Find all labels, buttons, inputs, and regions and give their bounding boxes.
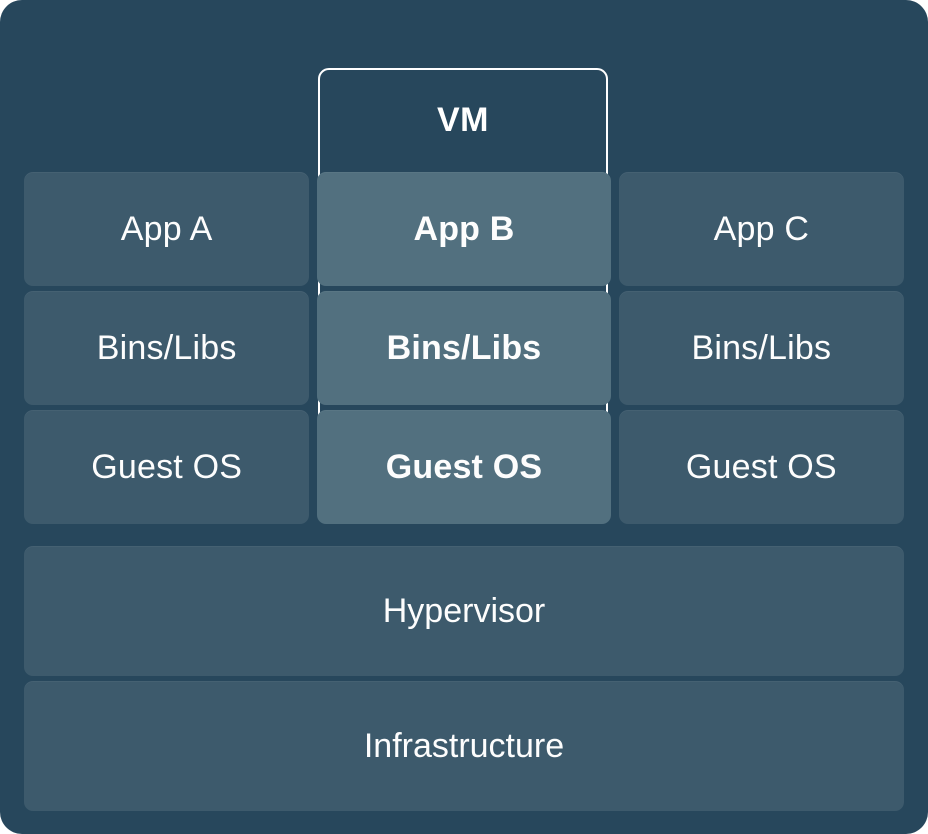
layer-infrastructure[interactable]: Infrastructure xyxy=(24,681,904,811)
stack-cell-guestos-left[interactable]: Guest OS xyxy=(24,410,310,524)
stack-cell-guestos-right[interactable]: Guest OS xyxy=(618,410,904,524)
stack-cell-guestos-middle[interactable]: Guest OS xyxy=(317,410,611,524)
stack-cell-binslibs-middle[interactable]: Bins/Libs xyxy=(317,291,611,405)
stack-cell-binslibs-left[interactable]: Bins/Libs xyxy=(24,291,310,405)
layer-hypervisor[interactable]: Hypervisor xyxy=(24,546,904,676)
stack-cell-app-a[interactable]: App A xyxy=(24,172,310,286)
stack-cell-binslibs-right[interactable]: Bins/Libs xyxy=(618,291,904,405)
vm-label: VM xyxy=(437,101,489,139)
application-stack-grid: App A App B App C Bins/Libs Bins/Libs Bi… xyxy=(24,172,904,524)
stack-cell-app-c[interactable]: App C xyxy=(618,172,904,286)
stack-cell-app-b[interactable]: App B xyxy=(317,172,611,286)
